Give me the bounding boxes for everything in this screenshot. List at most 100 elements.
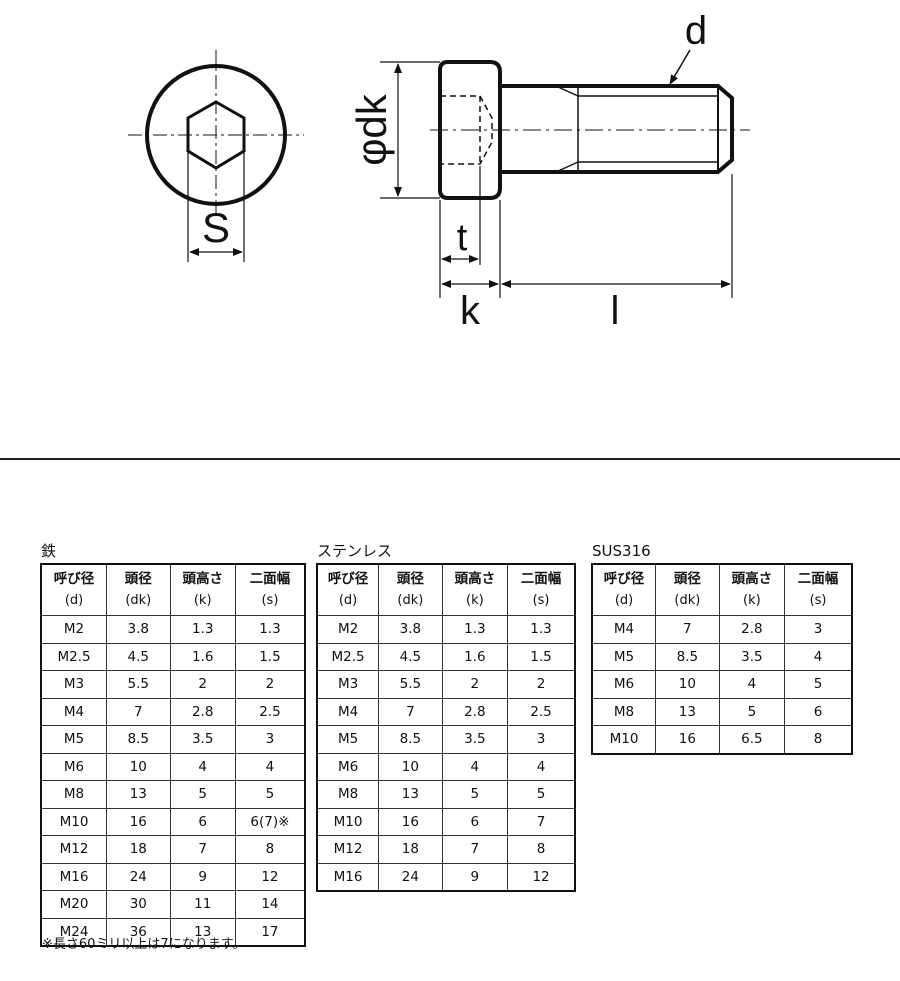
table-title-stainless: ステンレス (317, 542, 393, 560)
table-cell: M24 (40, 917, 108, 947)
table-cell: 4 (507, 752, 576, 781)
label-k: k (460, 289, 481, 333)
table-cell: 3.8 (378, 615, 443, 644)
bolt-drawing: S φdk t k l d (128, 9, 750, 333)
table-cell: 3 (784, 615, 853, 644)
table-cell: M2 (40, 615, 108, 644)
table-cell: 16 (378, 807, 443, 836)
table-cell: 4.5 (378, 642, 443, 671)
column-header-label: 呼び径 (327, 571, 369, 587)
table-cell: 2.8 (169, 697, 236, 726)
table-cell: 1.3 (507, 615, 576, 644)
table-cell: 6 (169, 807, 236, 836)
label-dk: φdk (348, 93, 395, 166)
table-cell: 18 (106, 835, 171, 864)
column-header-symbol: (s) (809, 593, 827, 608)
table-cell: M16 (316, 862, 380, 892)
table-cell: M2 (316, 615, 380, 644)
column-header-label: 頭径 (396, 571, 424, 587)
table-cell: M4 (591, 615, 657, 644)
table-cell: 36 (106, 917, 171, 947)
table-cell: 1.3 (441, 615, 509, 644)
table-title-sus316: SUS316 (592, 542, 651, 560)
table-cell: M4 (40, 697, 108, 726)
table-cell: 7 (106, 697, 171, 726)
label-s: S (202, 204, 230, 251)
table-cell: 10 (378, 752, 443, 781)
column-header: 二面幅(s) (234, 563, 306, 616)
table-cell: 9 (169, 862, 236, 891)
head-end-view (128, 50, 304, 262)
column-header-symbol: (d) (338, 593, 358, 608)
column-header-label: 二面幅 (520, 571, 562, 587)
table-cell: 2 (441, 670, 509, 699)
table-cell: 2.5 (234, 697, 306, 726)
table-cell: M5 (40, 725, 108, 754)
label-t: t (457, 217, 468, 259)
table-cell: M12 (316, 835, 380, 864)
table-cell: 7 (655, 615, 720, 644)
column-header-label: 頭高さ (731, 571, 773, 587)
table-cell: 5.5 (378, 670, 443, 699)
column-header: 頭径(dk) (655, 563, 720, 616)
table-cell: M2.5 (316, 642, 380, 671)
column-header: 頭高さ(k) (169, 563, 236, 616)
table-cell: M10 (40, 807, 108, 836)
column-header-symbol: (dk) (125, 593, 152, 608)
table-cell: 8.5 (106, 725, 171, 754)
table-cell: M2.5 (40, 642, 108, 671)
table-title-iron: 鉄 (41, 542, 57, 560)
table-header-row: 呼び径(d)頭径(dk)頭高さ(k)二面幅(s) (316, 563, 576, 616)
table-cell: 1.3 (169, 615, 236, 644)
table-cell: M6 (591, 670, 657, 699)
table-cell: 4 (169, 752, 236, 781)
footnote: ※長さ60ミリ以上は7になります。 (42, 937, 246, 952)
table-cell: 3 (234, 725, 306, 754)
table-cell: 17 (234, 917, 306, 947)
table-cell: M16 (40, 862, 108, 891)
table-cell: 5.5 (106, 670, 171, 699)
table-cell: 8.5 (655, 642, 720, 671)
table-cell: 1.6 (169, 642, 236, 671)
table-cell: 13 (378, 780, 443, 809)
column-header-label: 頭径 (673, 571, 701, 587)
column-header-symbol: (k) (743, 593, 761, 608)
table-cell: 5 (234, 780, 306, 809)
table-cell: 1.5 (507, 642, 576, 671)
table-cell: 2 (169, 670, 236, 699)
column-header: 呼び径(d) (591, 563, 657, 616)
table-cell: 10 (655, 670, 720, 699)
column-header-symbol: (s) (532, 593, 550, 608)
table-cell: M10 (591, 725, 657, 754)
table-header-row: 呼び径(d)頭径(dk)頭高さ(k)二面幅(s) (591, 563, 853, 616)
table-cell: 16 (106, 807, 171, 836)
table-cell: 2 (234, 670, 306, 699)
column-header-label: 頭径 (124, 571, 152, 587)
table-cell: 8.5 (378, 725, 443, 754)
table-cell: 13 (169, 917, 236, 947)
table-cell: 1.6 (441, 642, 509, 671)
table-cell: 11 (169, 890, 236, 919)
section-divider (0, 458, 900, 460)
table-cell: 3.5 (169, 725, 236, 754)
table-header-row: 呼び径(d)頭径(dk)頭高さ(k)二面幅(s) (40, 563, 306, 616)
table-cell: M8 (316, 780, 380, 809)
table-cell: M3 (316, 670, 380, 699)
table-cell: M5 (316, 725, 380, 754)
column-header: 頭径(dk) (378, 563, 443, 616)
table-cell: 30 (106, 890, 171, 919)
table-cell: 5 (784, 670, 853, 699)
column-header-symbol: (k) (193, 593, 212, 608)
